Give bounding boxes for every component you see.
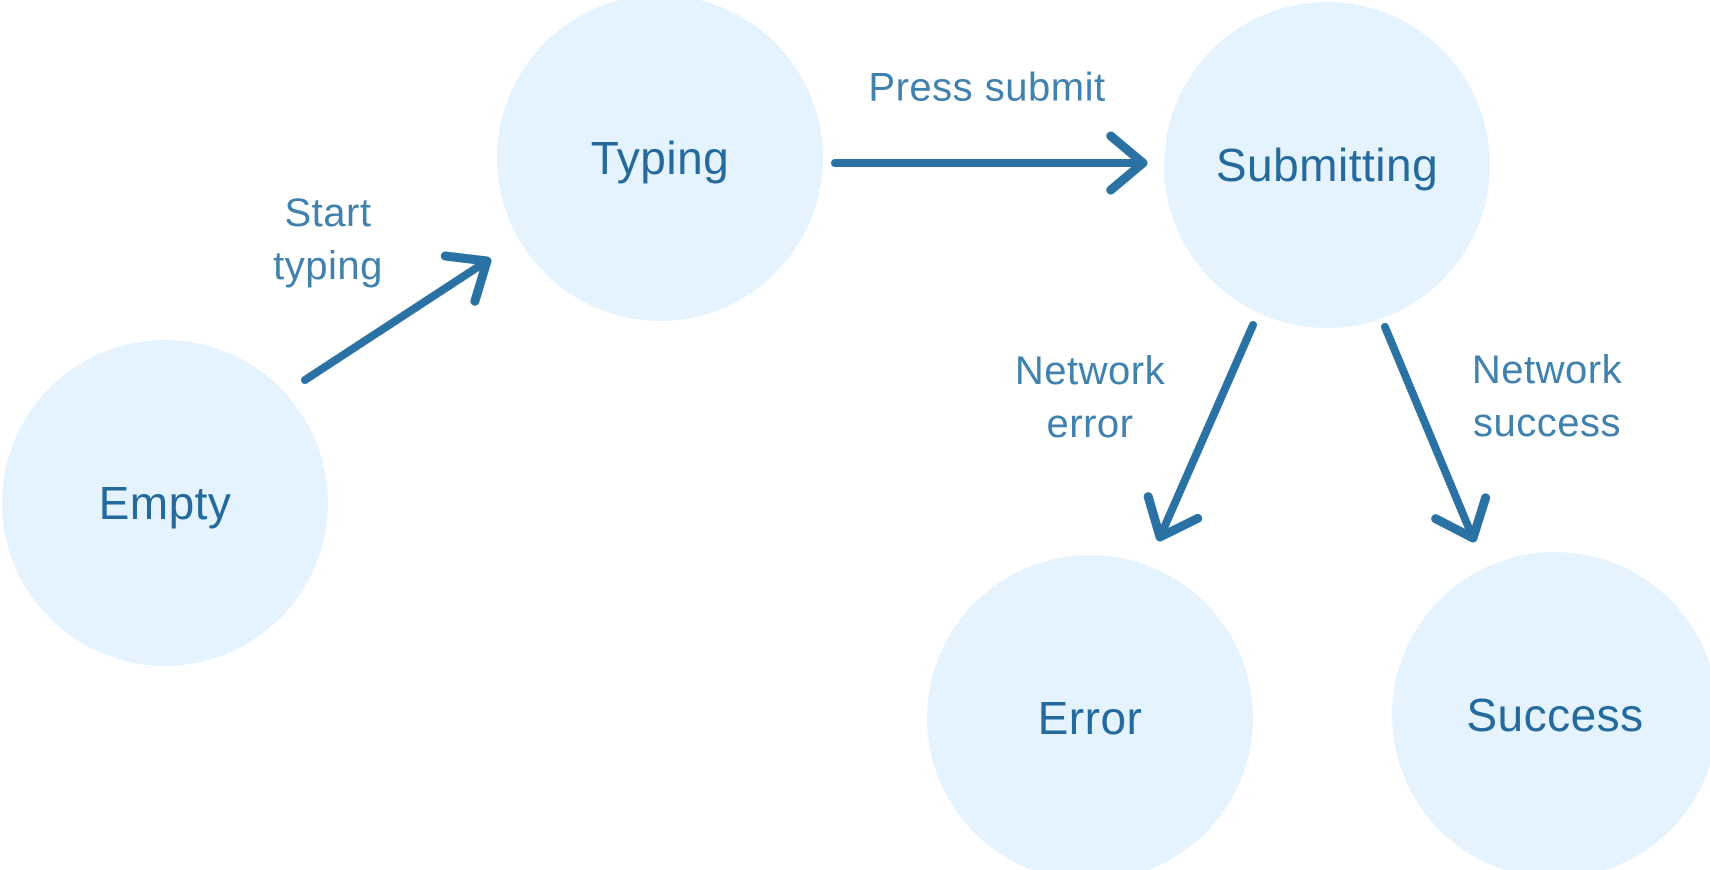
state-node-submitting: Submitting [1164,2,1490,328]
transition-arrow-network-success [1381,323,1491,543]
state-label-error: Error [1037,692,1143,744]
state-label-empty: Empty [98,477,232,529]
state-node-success: Success [1392,552,1710,870]
transition-label-press-submit: Press submit [868,65,1106,110]
transition-label-network-success: Network success [1471,348,1623,445]
state-label-submitting: Submitting [1215,139,1439,191]
state-node-error: Error [927,555,1253,870]
state-label-typing: Typing [590,132,730,184]
state-node-typing: Typing [497,0,823,321]
state-label-success: Success [1466,689,1644,741]
transition-label-network-error: Network error [1014,349,1166,446]
transition-label-start-typing: Start typing [273,191,383,288]
state-node-empty: Empty [2,340,328,666]
transition-arrow-press-submit [831,131,1148,195]
